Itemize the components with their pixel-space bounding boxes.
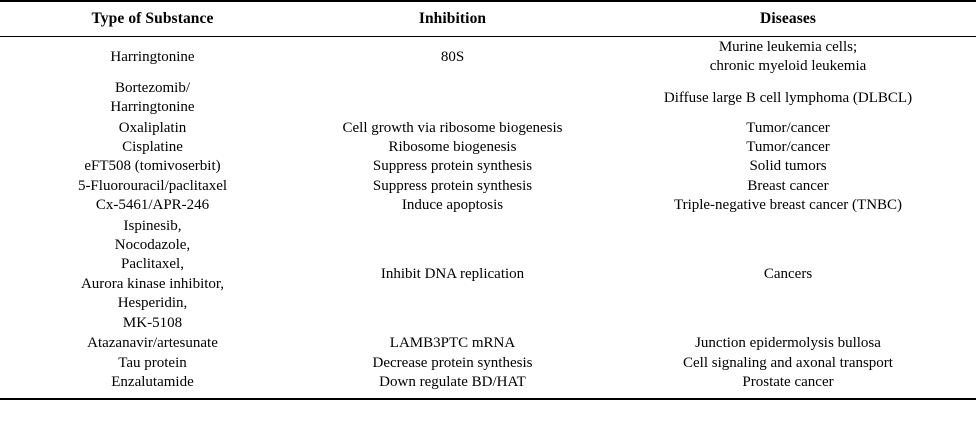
cell-type-of-substance: Enzalutamide — [111, 373, 194, 390]
table-row: 5-Fluorouracil/paclitaxel Suppress protei… — [0, 177, 976, 196]
cell-inhibition: Suppress protein synthesis — [372, 177, 533, 194]
cell-inhibition: Suppress protein synthesis — [372, 158, 533, 175]
cell-inhibition — [305, 78, 600, 119]
table-row: Harringtonine 80S Murine leukemia cells; c… — [0, 37, 976, 78]
column-header-type-of-substance: Type of Substance — [91, 10, 214, 27]
cell-diseases: Diffuse large B cell lymphoma (DLBCL) — [663, 89, 913, 106]
cell-diseases: Breast cancer — [747, 177, 829, 194]
cell-type-of-substance: Ispinesib, Nocodazole, Paclitaxel, Auror… — [80, 217, 225, 331]
table-row: eFT508 (tomivoserbit) Suppress protein sy… — [0, 157, 976, 176]
cell-diseases: Prostate cancer — [742, 373, 834, 390]
header-row: Type of Substance Inhibition Diseases — [0, 1, 976, 37]
cell-inhibition: Decrease protein synthesis — [372, 354, 533, 371]
cell-type-of-substance: Atazanavir/artesunate — [87, 335, 218, 352]
table-header: Type of Substance Inhibition Diseases — [0, 1, 976, 37]
table-row: Tau protein Decrease protein synthesis Cel… — [0, 354, 976, 373]
cell-diseases: Triple-negative breast cancer (TNBC) — [673, 197, 903, 214]
cell-type-of-substance: Cisplatine — [122, 139, 183, 156]
cell-type-of-substance: 5-Fluorouracil/paclitaxel — [77, 177, 228, 194]
cell-diseases: Solid tumors — [749, 158, 827, 175]
table-row: Ispinesib, Nocodazole, Paclitaxel, Auror… — [0, 216, 976, 334]
cell-type-of-substance: Cx-5461/APR-246 — [95, 197, 210, 214]
table-row: Enzalutamide Down regulate BD/HAT Prostate… — [0, 373, 976, 399]
table-row: Atazanavir/artesunate LAMB3PTC mRNA Juncti… — [0, 334, 976, 353]
cell-diseases: Tumor/cancer — [746, 119, 830, 136]
cell-diseases: Tumor/cancer — [746, 139, 830, 156]
table-row: Bortezomib/ Harringtonine Diffuse large B… — [0, 78, 976, 119]
table-body: Harringtonine 80S Murine leukemia cells; c… — [0, 37, 976, 400]
table-row: Oxaliplatin Cell growth via ribosome biog… — [0, 119, 976, 138]
cell-diseases: Cell signaling and axonal transport — [683, 354, 893, 371]
cell-type-of-substance: eFT508 (tomivoserbit) — [84, 158, 221, 175]
cell-inhibition: Inhibit DNA replication — [380, 266, 525, 283]
cell-inhibition: Induce apoptosis — [401, 197, 504, 214]
cell-inhibition: Ribosome biogenesis — [388, 139, 517, 156]
cell-inhibition: Down regulate BD/HAT — [379, 373, 526, 390]
cell-type-of-substance: Bortezomib/ Harringtonine — [110, 79, 195, 116]
column-header-diseases: Diseases — [760, 10, 816, 27]
cell-type-of-substance: Harringtonine — [110, 48, 195, 65]
table-row: Cx-5461/APR-246 Induce apoptosis Triple-ne… — [0, 196, 976, 215]
cell-type-of-substance: Oxaliplatin — [118, 119, 187, 136]
cell-inhibition: 80S — [440, 48, 465, 65]
cell-inhibition: Cell growth via ribosome biogenesis — [342, 119, 563, 136]
cell-type-of-substance: Tau protein — [118, 354, 187, 371]
cell-diseases: Murine leukemia cells; chronic myeloid l… — [709, 39, 867, 75]
column-header-inhibition: Inhibition — [418, 10, 487, 27]
cell-diseases: Cancers — [763, 266, 813, 283]
substances-table: Type of Substance Inhibition Diseases Ha… — [0, 1, 976, 401]
cell-diseases: Junction epidermolysis bullosa — [695, 335, 881, 352]
table-row: Cisplatine Ribosome biogenesis Tumor/cance… — [0, 138, 976, 157]
cell-inhibition: LAMB3PTC mRNA — [389, 335, 516, 352]
